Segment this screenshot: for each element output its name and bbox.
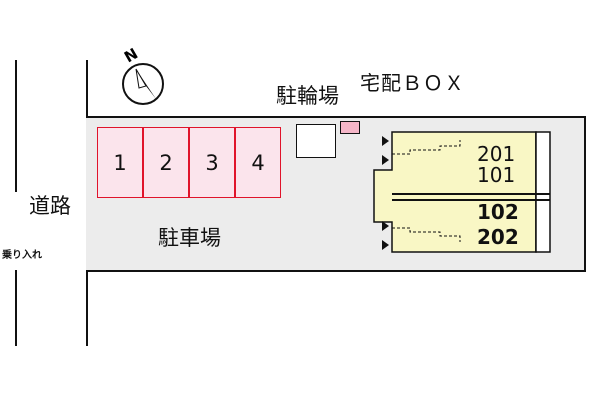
parking-stall: 2 [143, 127, 189, 198]
entry-arrow-icon [382, 240, 389, 250]
compass-north-label: N [121, 44, 141, 66]
entry-arrow-icon [382, 155, 389, 165]
unit-number: 202 [477, 225, 519, 249]
bicycle-parking-area [296, 124, 336, 158]
delivery-box-label: 宅配ＢＯＸ [360, 71, 465, 95]
entrance-label: 乗り入れ [2, 250, 42, 261]
unit-number: 201 [477, 142, 516, 166]
entry-arrow-icon [382, 136, 389, 146]
unit-number: 102 [477, 200, 519, 224]
bicycle-parking-label: 駐輪場 [276, 84, 339, 108]
parking-stall: 4 [235, 127, 281, 198]
road-left-line-upper [15, 60, 17, 192]
parking-stall: 3 [189, 127, 235, 198]
parking-label: 駐車場 [158, 226, 221, 250]
parking-stall: 1 [97, 127, 143, 198]
road-label: 道路 [29, 194, 71, 218]
apartment-building [373, 131, 551, 253]
delivery-box [340, 121, 360, 134]
road-left-line-lower [15, 270, 17, 346]
entry-arrow-icon [382, 221, 389, 231]
compass-icon: N [121, 44, 164, 105]
road-right-line-lower [86, 270, 88, 346]
unit-number: 101 [477, 163, 516, 187]
